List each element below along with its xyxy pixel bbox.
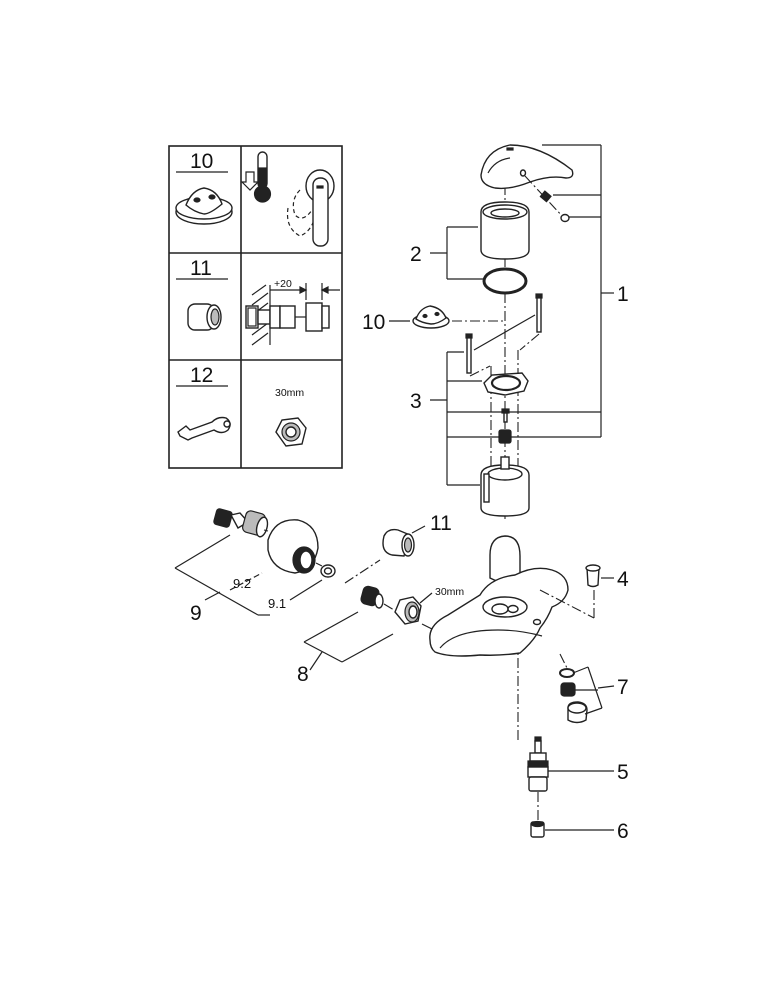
arrow-down-icon bbox=[240, 171, 260, 191]
screw-right bbox=[536, 295, 542, 333]
legend-number-11: 11 bbox=[190, 257, 212, 280]
part-11-extension: 11 bbox=[344, 512, 452, 584]
callout-10: 10 bbox=[362, 311, 385, 334]
part-1-lever-handle: 1 bbox=[480, 144, 629, 437]
thermometer-icon bbox=[240, 151, 272, 203]
callout-2: 2 bbox=[410, 243, 422, 266]
part-2-cover-sleeve: 2 bbox=[410, 201, 530, 295]
legend-number-12: 12 bbox=[190, 364, 213, 387]
temperature-limiter-ring-icon bbox=[175, 187, 233, 225]
callout-11: 11 bbox=[430, 512, 452, 535]
rosette bbox=[267, 519, 319, 574]
legend-number-10: 10 bbox=[190, 150, 213, 173]
wrench-icon bbox=[177, 416, 231, 441]
part-10-temperature-limiter: 10 bbox=[362, 305, 503, 334]
legend-row-11: 11 bbox=[176, 257, 340, 346]
callout-9-2: 9.2 bbox=[233, 576, 251, 591]
callout-1: 1 bbox=[617, 283, 629, 306]
part-3-cartridge-set: 3 bbox=[410, 293, 601, 517]
grub-screw bbox=[539, 190, 552, 203]
nut-size-callout: 30mm bbox=[435, 586, 464, 598]
callout-7: 7 bbox=[617, 676, 629, 699]
lever-rotation-icon bbox=[286, 169, 335, 247]
washer bbox=[320, 564, 336, 578]
cap bbox=[560, 213, 570, 223]
callout-5: 5 bbox=[617, 761, 629, 784]
extension-length-label: +20 bbox=[274, 278, 292, 290]
part-7-aerator: 7 bbox=[559, 653, 629, 724]
callout-3: 3 bbox=[410, 390, 422, 413]
cartridge-screw bbox=[501, 408, 510, 423]
part-8-adapter-nut: 30mm 8 bbox=[297, 585, 464, 686]
callout-6: 6 bbox=[617, 820, 629, 843]
part-4-plug: 4 bbox=[585, 564, 629, 591]
legend-row-10: 10 bbox=[175, 150, 335, 247]
legend-table: 10 bbox=[168, 145, 343, 469]
cartridge-flange bbox=[483, 372, 529, 396]
callout-8: 8 bbox=[297, 663, 309, 686]
mixer-body bbox=[429, 535, 595, 657]
callout-4: 4 bbox=[617, 568, 629, 591]
extension-installation-icon: +20 bbox=[245, 278, 340, 346]
part-5-diverter: 5 bbox=[527, 736, 629, 820]
hex-nut-icon bbox=[275, 417, 307, 447]
part-6-check-valve: 6 bbox=[530, 820, 629, 843]
nut-size-label: 30mm bbox=[275, 387, 304, 399]
part-9-s-union: 9.2 9.1 9 bbox=[174, 508, 336, 625]
callout-9: 9 bbox=[190, 602, 202, 625]
legend-row-12: 12 30mm bbox=[176, 364, 307, 447]
s-union-connector bbox=[213, 508, 269, 538]
extension-piece-icon bbox=[187, 303, 222, 331]
callout-9-1: 9.1 bbox=[268, 596, 286, 611]
cartridge-body bbox=[480, 456, 530, 517]
screw-left bbox=[466, 335, 472, 374]
